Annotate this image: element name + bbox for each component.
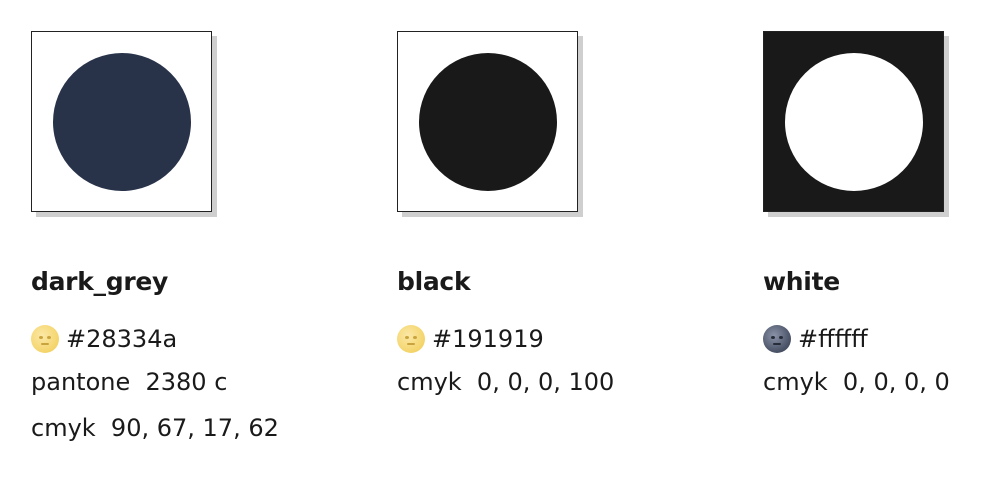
hex-value: #28334a <box>66 325 178 353</box>
hex-row: #ffffff <box>763 319 982 359</box>
swatch-card-black: black #191919 cmyk 0, 0, 0, 100 <box>397 31 657 405</box>
color-name: black <box>397 267 471 296</box>
swatch-card-dark-grey: dark_grey #28334a pantone 2380 c cmyk 90… <box>31 31 291 451</box>
color-name: dark_grey <box>31 267 168 296</box>
cmyk-value: cmyk 0, 0, 0, 100 <box>397 368 615 396</box>
cmyk-value: cmyk 0, 0, 0, 0 <box>763 368 950 396</box>
color-name: white <box>763 267 840 296</box>
color-circle <box>53 53 191 191</box>
full-moon-face-icon <box>397 325 425 353</box>
cmyk-value: cmyk 90, 67, 17, 62 <box>31 414 279 442</box>
hex-value: #191919 <box>432 325 544 353</box>
hex-row: #28334a <box>31 319 291 359</box>
new-moon-face-icon <box>763 325 791 353</box>
color-swatch <box>763 31 944 212</box>
color-circle <box>419 53 557 191</box>
swatch-card-white: white #ffffff cmyk 0, 0, 0, 0 <box>763 31 982 405</box>
full-moon-face-icon <box>31 325 59 353</box>
pantone-value: pantone 2380 c <box>31 368 228 396</box>
hex-row: #191919 <box>397 319 657 359</box>
color-swatch <box>31 31 212 212</box>
color-swatch <box>397 31 578 212</box>
hex-value: #ffffff <box>798 325 868 353</box>
color-circle <box>785 53 923 191</box>
